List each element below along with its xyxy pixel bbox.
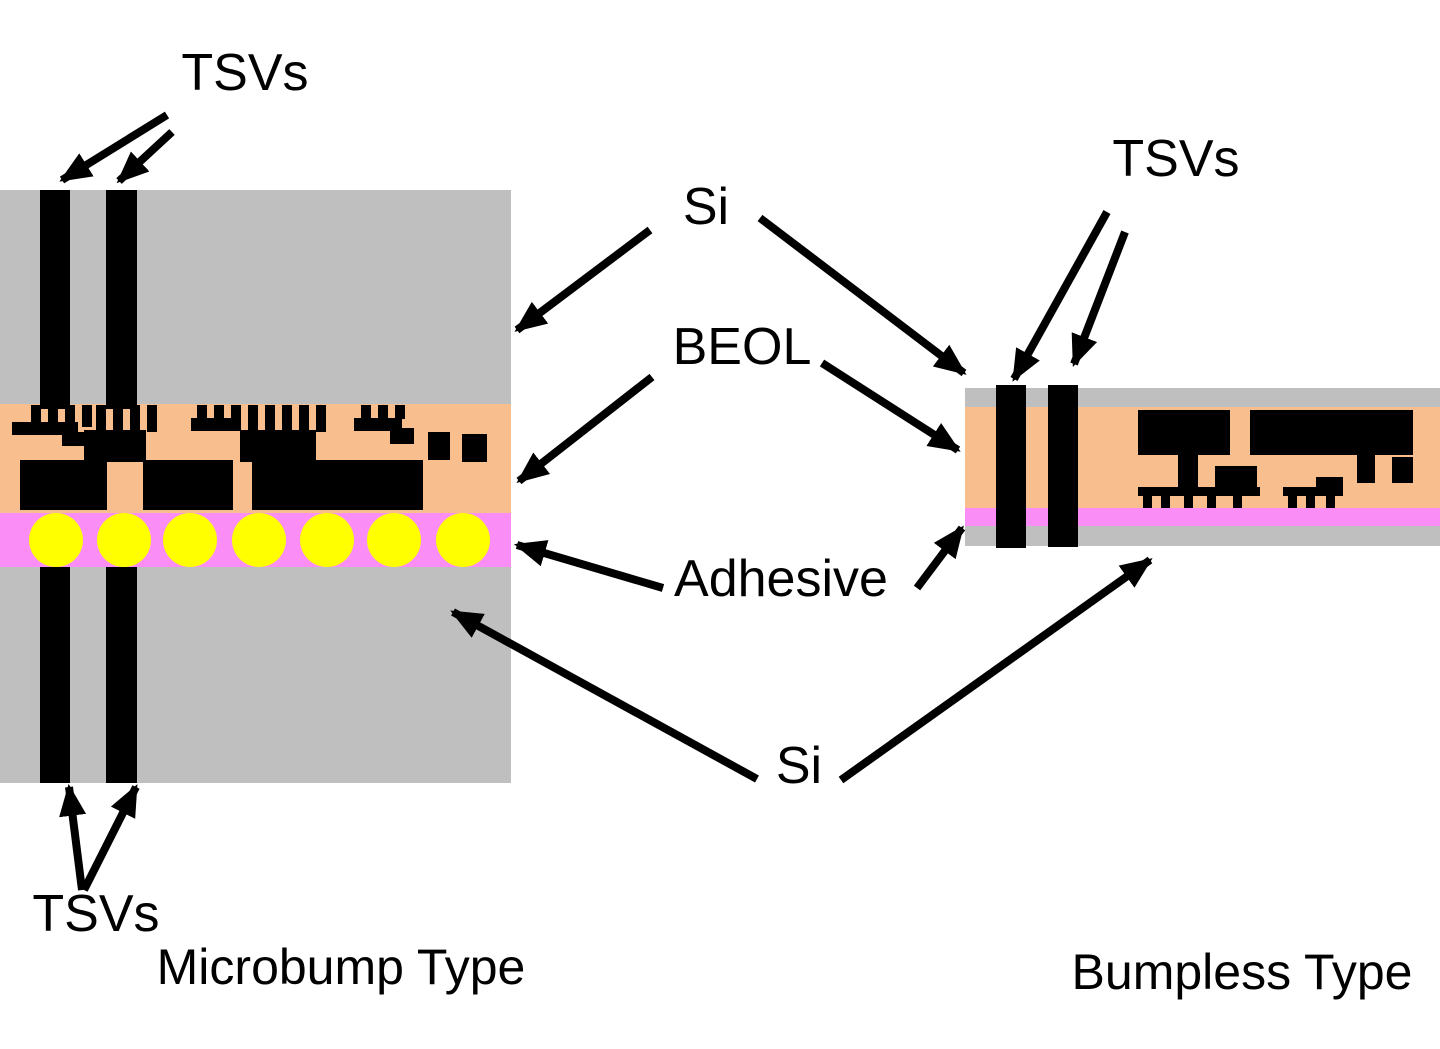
arrow-line xyxy=(819,359,961,454)
metal-rect xyxy=(1306,495,1315,508)
arrow-line xyxy=(757,214,967,377)
metal-rect xyxy=(354,418,402,431)
arrow-line xyxy=(516,373,655,485)
microbump xyxy=(300,513,354,567)
metal-rect xyxy=(1283,487,1343,496)
metal-rect xyxy=(31,405,41,427)
bumpless-stack xyxy=(965,385,1440,548)
metal-rect xyxy=(191,418,241,431)
metal-rect xyxy=(1138,487,1260,496)
si-bottom-label: Si xyxy=(776,737,822,795)
metal-rect xyxy=(12,422,78,435)
tsvs-right-label: TSVs xyxy=(1112,130,1239,188)
bumpless-caption: Bumpless Type xyxy=(1072,944,1413,1000)
metal-rect xyxy=(1316,477,1343,489)
metal-rect xyxy=(248,405,258,432)
tsv-bar xyxy=(996,385,1026,548)
metal-rect xyxy=(1357,455,1375,483)
microbump xyxy=(436,513,490,567)
metal-rect xyxy=(316,405,326,432)
metal-rect xyxy=(252,460,423,510)
metal-rect xyxy=(1215,466,1257,490)
metal-rect xyxy=(231,405,241,419)
metal-rect xyxy=(147,405,157,432)
metal-rect xyxy=(143,460,233,510)
metal-rect xyxy=(1288,495,1297,508)
metal-rect xyxy=(62,432,88,446)
arrow-line xyxy=(1010,210,1111,382)
metal-rect xyxy=(428,432,450,460)
arrow-line xyxy=(1070,230,1129,367)
si-top-layer xyxy=(965,388,1440,407)
tsv-bar xyxy=(106,190,137,409)
tsv-bar xyxy=(106,567,137,783)
microbump xyxy=(163,513,217,567)
metal-rect xyxy=(1326,495,1335,508)
arrow-line xyxy=(59,783,87,891)
metal-rect xyxy=(1138,410,1230,455)
arrow-line xyxy=(513,540,665,592)
tsv-bar xyxy=(1048,385,1078,547)
microbump xyxy=(232,513,286,567)
metal-rect xyxy=(1178,455,1198,488)
microbump xyxy=(367,513,421,567)
metal-rect xyxy=(113,405,123,432)
annotation-labels: TSVs Si BEOL Adhesive Si TSVs TSVs Micro… xyxy=(32,44,1412,1000)
beol-metal-pattern xyxy=(1138,410,1413,508)
beol-metal-pattern xyxy=(12,405,487,510)
tsv-bars xyxy=(996,385,1078,548)
metal-rect xyxy=(282,405,292,432)
metal-rect xyxy=(84,430,146,462)
metal-rect xyxy=(82,405,92,427)
si-bottom-layer xyxy=(0,567,511,783)
tsv-bar xyxy=(40,190,70,409)
metal-rect xyxy=(20,460,107,510)
microbump xyxy=(97,513,151,567)
metal-rect xyxy=(265,405,275,432)
metal-rect xyxy=(378,405,388,419)
adhesive-label: Adhesive xyxy=(674,550,888,608)
tsv-bars xyxy=(40,190,137,783)
metal-rect xyxy=(395,405,405,419)
microbump-stack xyxy=(0,190,511,783)
metal-rect xyxy=(299,405,309,432)
metal-rect xyxy=(96,405,106,432)
beol-label: BEOL xyxy=(673,318,812,376)
metal-rect xyxy=(1250,410,1413,455)
si-top-layer xyxy=(0,190,511,404)
arrow-line xyxy=(116,129,175,184)
arrow-line xyxy=(80,784,140,892)
microbump xyxy=(29,513,83,567)
metal-rect xyxy=(1161,495,1170,508)
arrow-line xyxy=(838,556,1153,784)
metal-rect xyxy=(1143,495,1152,508)
metal-rect xyxy=(48,405,58,427)
metal-rect xyxy=(130,405,140,432)
metal-rect xyxy=(240,430,316,462)
arrow-line xyxy=(450,608,759,783)
metal-rect xyxy=(1233,495,1242,508)
microbump-row xyxy=(29,513,490,567)
arrow-line xyxy=(514,226,653,334)
tsv-bar xyxy=(40,567,70,783)
annotation-arrows xyxy=(59,111,1153,892)
adhesive-layer xyxy=(965,508,1440,526)
tsvs-top-left-label: TSVs xyxy=(181,44,308,102)
microbump-caption: Microbump Type xyxy=(157,939,526,995)
arrow-line xyxy=(913,525,966,591)
metal-rect xyxy=(65,405,75,427)
metal-rect xyxy=(361,405,371,419)
metal-rect xyxy=(1184,495,1193,508)
si-bottom-layer xyxy=(965,526,1440,546)
metal-rect xyxy=(1392,457,1413,483)
si-top-label: Si xyxy=(683,178,729,236)
metal-rect xyxy=(462,434,487,462)
tsvs-bottom-left-label: TSVs xyxy=(32,885,159,943)
arrow-line xyxy=(59,111,170,184)
metal-rect xyxy=(197,405,207,419)
metal-rect xyxy=(390,428,414,444)
metal-rect xyxy=(214,405,224,419)
metal-rect xyxy=(1207,495,1216,508)
